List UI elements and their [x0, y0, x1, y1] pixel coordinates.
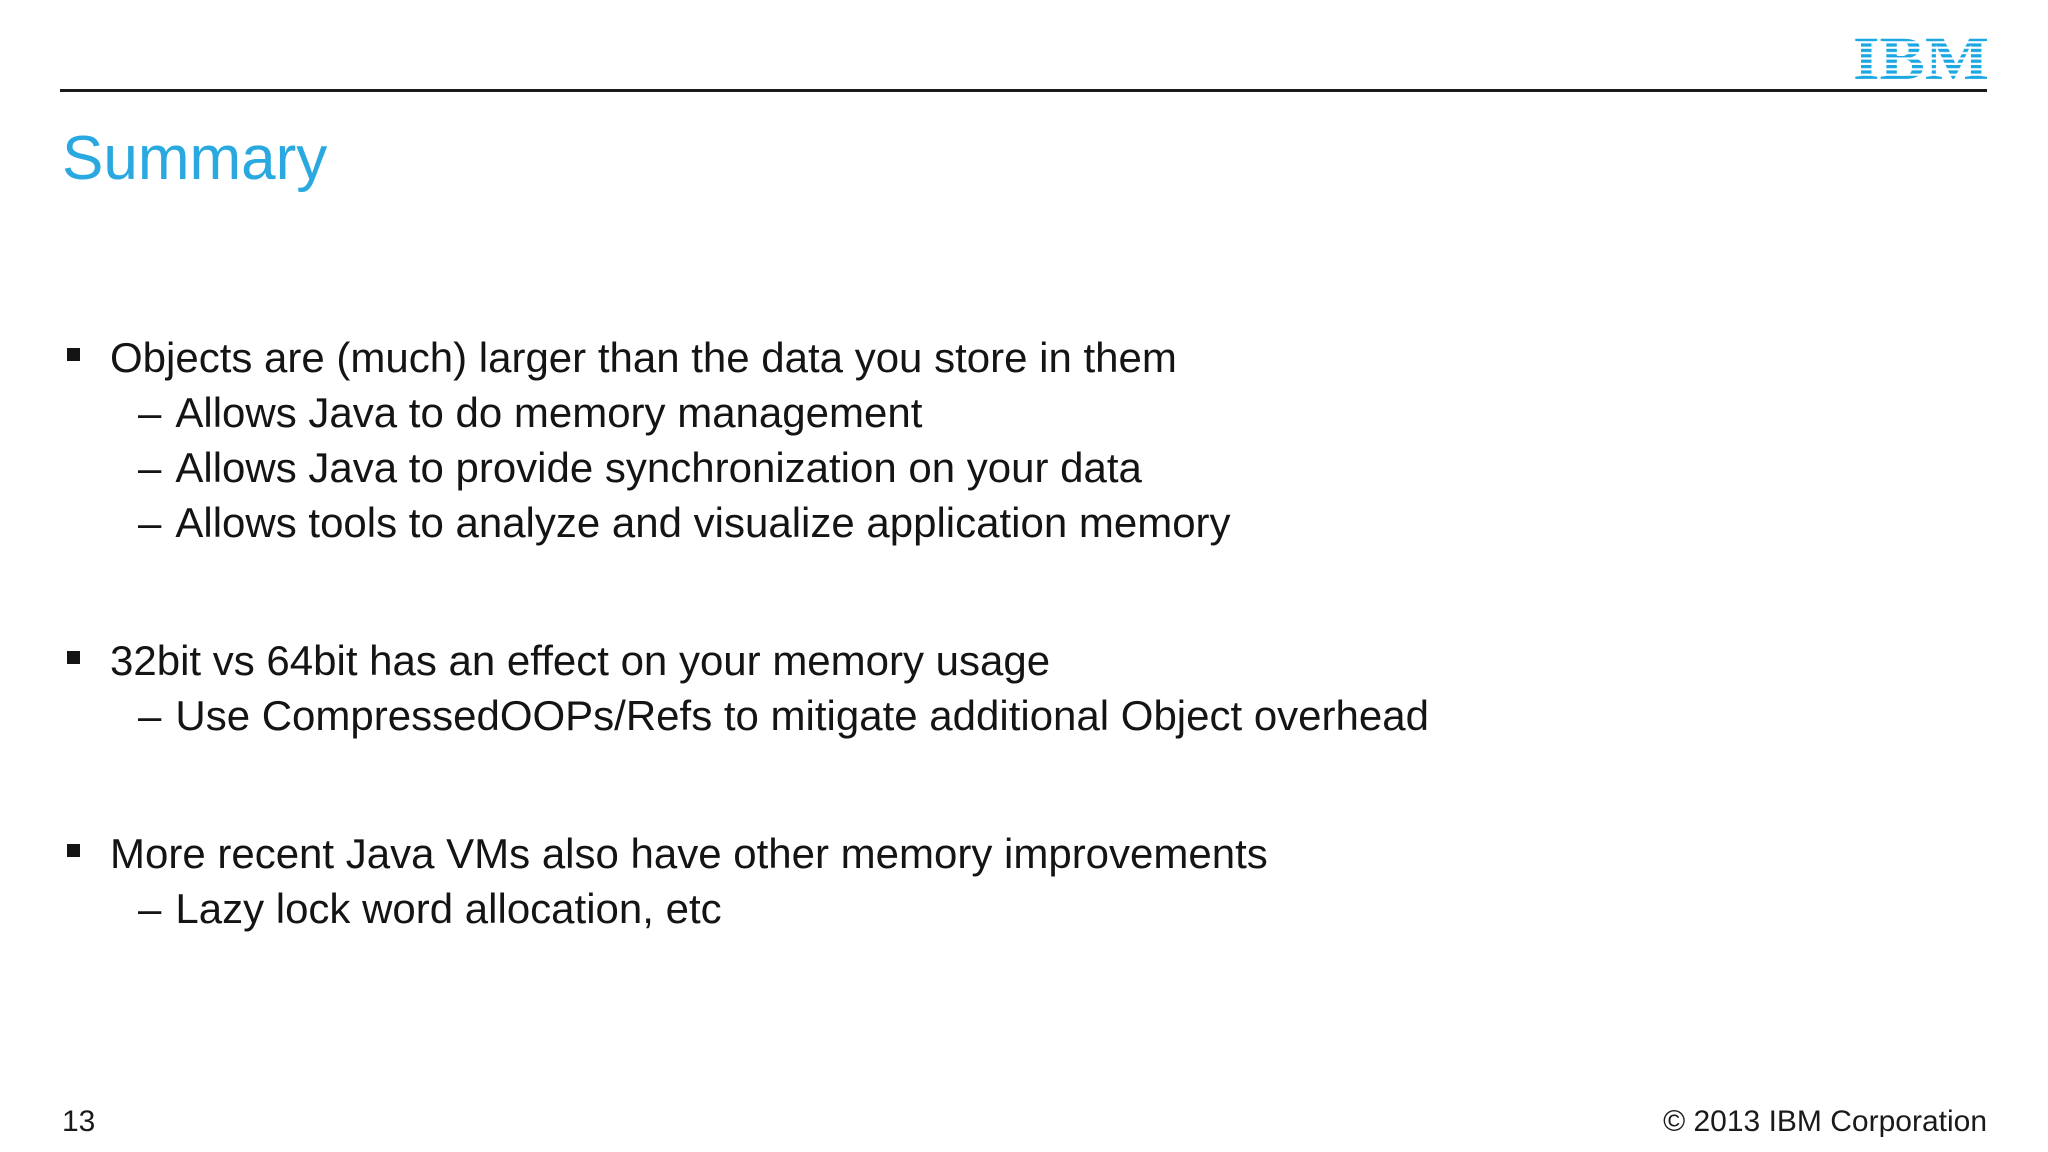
sub-bullet-list: – Allows Java to do memory management – … — [66, 385, 2008, 550]
ibm-logo-text: IBM — [1853, 38, 1987, 80]
copyright-notice: © 2013 IBM Corporation — [1663, 1105, 1987, 1138]
ibm-logo-svg: IBM — [1853, 26, 1989, 93]
header-divider — [60, 89, 1987, 92]
sub-bullet-item: – Allows Java to provide synchronization… — [66, 440, 2008, 495]
sub-bullet-item: – Lazy lock word allocation, etc — [66, 881, 2008, 936]
sub-bullet-text: Use CompressedOOPs/Refs to mitigate addi… — [175, 692, 1429, 739]
dash-bullet-icon: – — [138, 444, 162, 491]
sub-bullet-list: – Use CompressedOOPs/Refs to mitigate ad… — [66, 688, 2008, 743]
dash-bullet-icon: – — [138, 499, 162, 546]
sub-bullet-item: – Allows tools to analyze and visualize … — [66, 495, 2008, 550]
bullet-item: 32bit vs 64bit has an effect on your mem… — [66, 633, 2008, 688]
dash-bullet-icon: – — [138, 885, 162, 932]
sub-bullet-text: Allows Java to provide synchronization o… — [175, 444, 1142, 491]
bullet-group: More recent Java VMs also have other mem… — [66, 826, 2008, 936]
bullet-group: Objects are (much) larger than the data … — [66, 330, 2008, 550]
sub-bullet-text: Allows tools to analyze and visualize ap… — [175, 499, 1231, 546]
bullet-text: 32bit vs 64bit has an effect on your mem… — [110, 637, 1051, 684]
dash-bullet-icon: – — [138, 389, 162, 436]
square-bullet-icon — [67, 348, 80, 361]
sub-bullet-list: – Lazy lock word allocation, etc — [66, 881, 2008, 936]
dash-bullet-icon: – — [138, 692, 162, 739]
page-number: 13 — [62, 1105, 96, 1138]
square-bullet-icon — [67, 651, 80, 664]
bullet-item: Objects are (much) larger than the data … — [66, 330, 2008, 385]
bullet-list: Objects are (much) larger than the data … — [66, 330, 2008, 936]
bullet-item: More recent Java VMs also have other mem… — [66, 826, 2008, 881]
sub-bullet-text: Lazy lock word allocation, etc — [175, 885, 722, 932]
square-bullet-icon — [67, 844, 80, 857]
sub-bullet-text: Allows Java to do memory management — [175, 389, 923, 436]
bullet-group: 32bit vs 64bit has an effect on your mem… — [66, 633, 2008, 743]
sub-bullet-item: – Use CompressedOOPs/Refs to mitigate ad… — [66, 688, 2008, 743]
ibm-logo: IBM — [1853, 26, 1989, 93]
bullet-text: Objects are (much) larger than the data … — [110, 334, 1177, 381]
sub-bullet-item: – Allows Java to do memory management — [66, 385, 2008, 440]
bullet-text: More recent Java VMs also have other mem… — [110, 830, 1268, 877]
page-title: Summary — [62, 124, 328, 193]
